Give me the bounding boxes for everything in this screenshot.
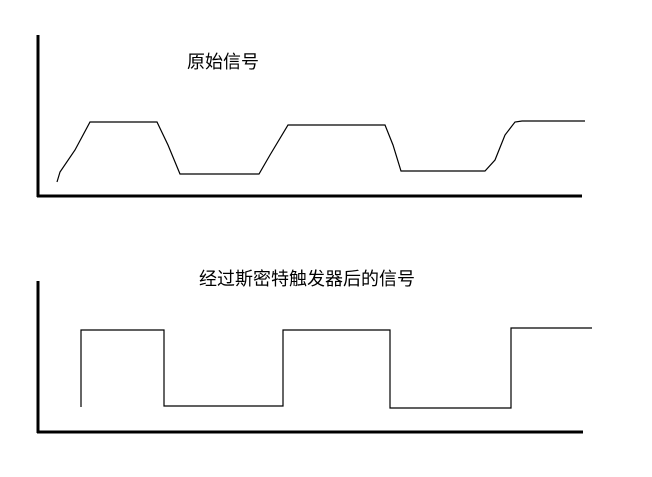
schmitt-trigger-signal-title: 经过斯密特触发器后的信号	[199, 269, 415, 290]
original-signal-title: 原始信号	[187, 52, 259, 73]
schmitt-trigger-output-waveform	[80, 327, 592, 409]
original-signal-waveform	[56, 120, 585, 183]
bottom-axes	[36, 281, 583, 434]
top-axes	[36, 35, 582, 198]
